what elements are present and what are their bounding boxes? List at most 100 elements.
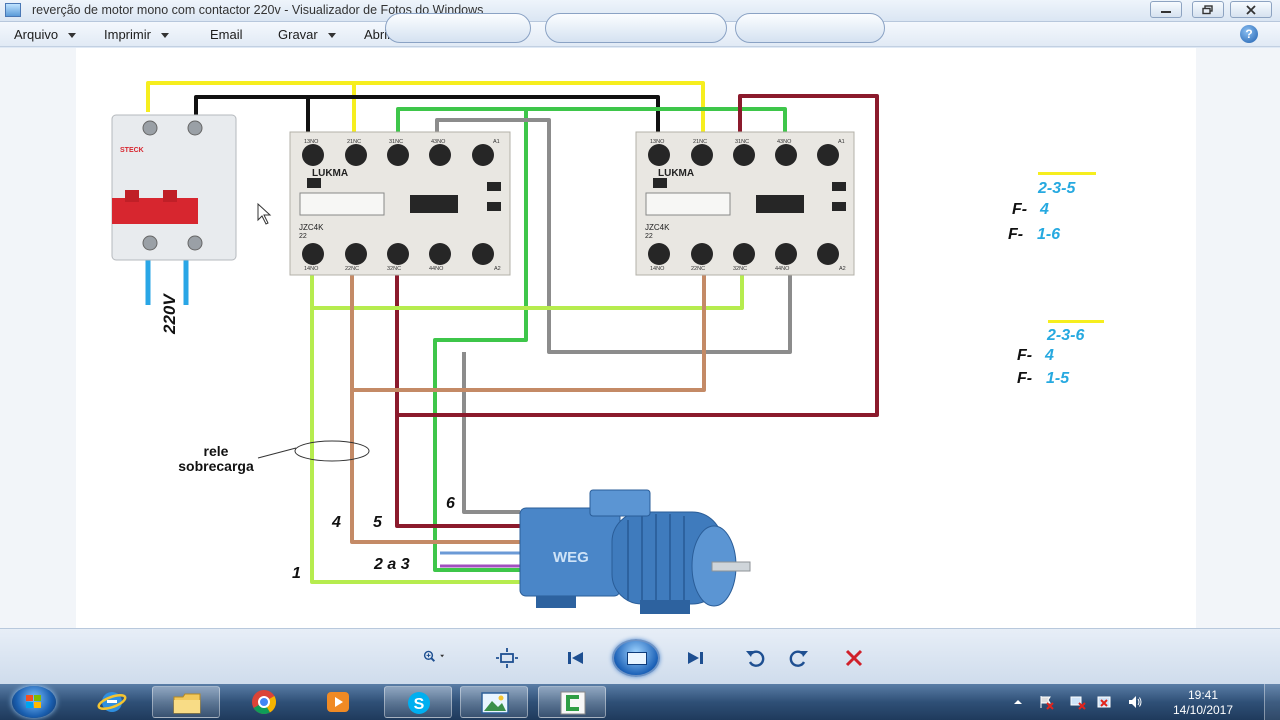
c1-terminal-a2: A2 [494, 266, 501, 272]
wiring-diagram-image: STECK 220V LUKMA JZC4K 22 13NO 21NC 31NC… [111, 81, 1104, 614]
config-1-f16-prefix: F- [1008, 226, 1023, 243]
taskbar-app-c[interactable] [538, 686, 606, 718]
clock-date: 14/10/2017 [1172, 703, 1234, 717]
contactor-2-code: 22 [645, 233, 653, 240]
viewer-margin-right [1196, 48, 1280, 628]
wire-yellow-top [146, 81, 705, 140]
c2-terminal-22nc: 22NC [691, 266, 705, 272]
circuit-breaker: STECK [111, 114, 237, 261]
c1-terminal-21nc: 21NC [347, 139, 361, 145]
title-bar: reverção de motor mono com contactor 220… [0, 0, 1280, 22]
chevron-down-icon [327, 33, 336, 39]
wire-tan [350, 272, 706, 544]
minimize-button[interactable] [1150, 1, 1182, 18]
config-2-f4-value: 4 [1044, 347, 1054, 364]
rotate-clockwise-button[interactable] [785, 647, 811, 669]
config-2-overline [1048, 320, 1104, 323]
c2-terminal-43no: 43NO [777, 139, 792, 145]
photo-viewer-app-icon [5, 3, 21, 17]
menu-imprimir[interactable]: Imprimir [104, 27, 169, 42]
contactor-1-code: 22 [299, 233, 307, 240]
close-window-button[interactable] [1230, 1, 1272, 18]
rotate-delete-group [735, 13, 885, 43]
wire-number-5: 5 [373, 514, 383, 531]
taskbar [0, 684, 1280, 720]
config-1-f4-value: 4 [1039, 201, 1049, 218]
overload-relay-marker [294, 440, 370, 462]
wire-green [396, 107, 787, 572]
contactor-2-brand: LUKMA [658, 168, 694, 179]
wire-grey [435, 118, 792, 514]
show-desktop-button[interactable] [1264, 684, 1280, 720]
taskbar-file-explorer[interactable] [152, 686, 220, 718]
volume-icon[interactable] [1127, 694, 1143, 710]
slideshow-icon [627, 652, 647, 665]
network-icon[interactable] [1070, 694, 1086, 710]
config-1-f16-value: 1-6 [1037, 226, 1060, 243]
c2-terminal-44no: 44NO [775, 266, 790, 272]
relay-label-line2: sobrecarga [178, 458, 254, 474]
minimize-icon [1161, 10, 1171, 13]
menu-email[interactable]: Email [210, 27, 243, 42]
contactor-1-model: JZC4K [299, 223, 324, 232]
photo-viewer-icon [481, 692, 509, 714]
rotate-counterclockwise-button[interactable] [743, 647, 769, 669]
taskbar-clock[interactable]: 19:41 14/10/2017 [1166, 688, 1240, 718]
restore-icon [1202, 4, 1213, 14]
zoom-icon [423, 650, 445, 662]
chrome-icon [252, 690, 277, 715]
previous-button[interactable] [563, 647, 589, 669]
c1-terminal-44no: 44NO [429, 266, 444, 272]
config-2-f15-prefix: F- [1017, 370, 1032, 387]
camtasia-icon [560, 691, 586, 715]
navigation-group [545, 13, 727, 43]
config-2-f4-prefix: F- [1017, 347, 1032, 364]
taskbar-media-player[interactable] [304, 686, 372, 718]
show-hidden-icons-icon[interactable] [1010, 694, 1026, 710]
taskbar-chrome[interactable] [230, 686, 298, 718]
c1-terminal-43no: 43NO [431, 139, 446, 145]
start-button[interactable] [12, 686, 56, 718]
viewer-margin-left [0, 48, 76, 628]
menu-gravar-label: Gravar [278, 27, 318, 42]
wire-number-4: 4 [331, 514, 341, 531]
window-title: reverção de motor mono com contactor 220… [32, 3, 484, 17]
wire-number-2a3: 2 a 3 [373, 556, 410, 573]
c2-terminal-13no: 13NO [650, 139, 665, 145]
slideshow-button[interactable] [612, 639, 660, 677]
taskbar-photo-viewer[interactable] [460, 686, 528, 718]
menu-arquivo-label: Arquivo [14, 27, 59, 42]
c2-terminal-14no: 14NO [650, 266, 665, 272]
actual-size-button[interactable] [494, 647, 520, 669]
c1-terminal-13no: 13NO [304, 139, 319, 145]
delete-button[interactable] [841, 647, 867, 669]
wire-number-1: 1 [292, 565, 301, 582]
c2-terminal-31nc: 31NC [735, 139, 749, 145]
taskbar-skype[interactable]: S [384, 686, 452, 718]
contactor-2: LUKMA JZC4K 22 13NO 21NC 31NC 43NO A1 14… [635, 131, 855, 276]
breaker-brand: STECK [120, 147, 144, 154]
help-icon[interactable]: ? [1240, 25, 1258, 43]
wire-supply-leads [145, 258, 189, 305]
next-button[interactable] [682, 647, 708, 669]
internet-explorer-icon [97, 692, 127, 712]
restore-button[interactable] [1192, 1, 1224, 18]
contactor-2-model: JZC4K [645, 223, 670, 232]
close-icon [1246, 4, 1256, 15]
relay-label-line1: rele [204, 443, 229, 459]
taskbar-internet-explorer[interactable] [78, 686, 146, 718]
action-center-flag-icon[interactable] [1038, 694, 1054, 710]
menu-gravar[interactable]: Gravar [278, 27, 336, 42]
menu-abrir-label: Abrir [364, 27, 392, 42]
zoom-button[interactable] [422, 645, 462, 667]
menu-arquivo[interactable]: Arquivo [14, 27, 77, 42]
c1-terminal-14no: 14NO [304, 266, 319, 272]
config-2-f15-value: 1-5 [1046, 370, 1070, 387]
security-icon[interactable] [1096, 694, 1112, 710]
motor-brand-label: WEG [553, 549, 589, 566]
fit-window-icon [496, 648, 518, 668]
c2-terminal-a2: A2 [839, 266, 846, 272]
previous-icon [568, 652, 583, 664]
c1-terminal-31nc: 31NC [389, 139, 403, 145]
delete-icon [845, 649, 863, 667]
